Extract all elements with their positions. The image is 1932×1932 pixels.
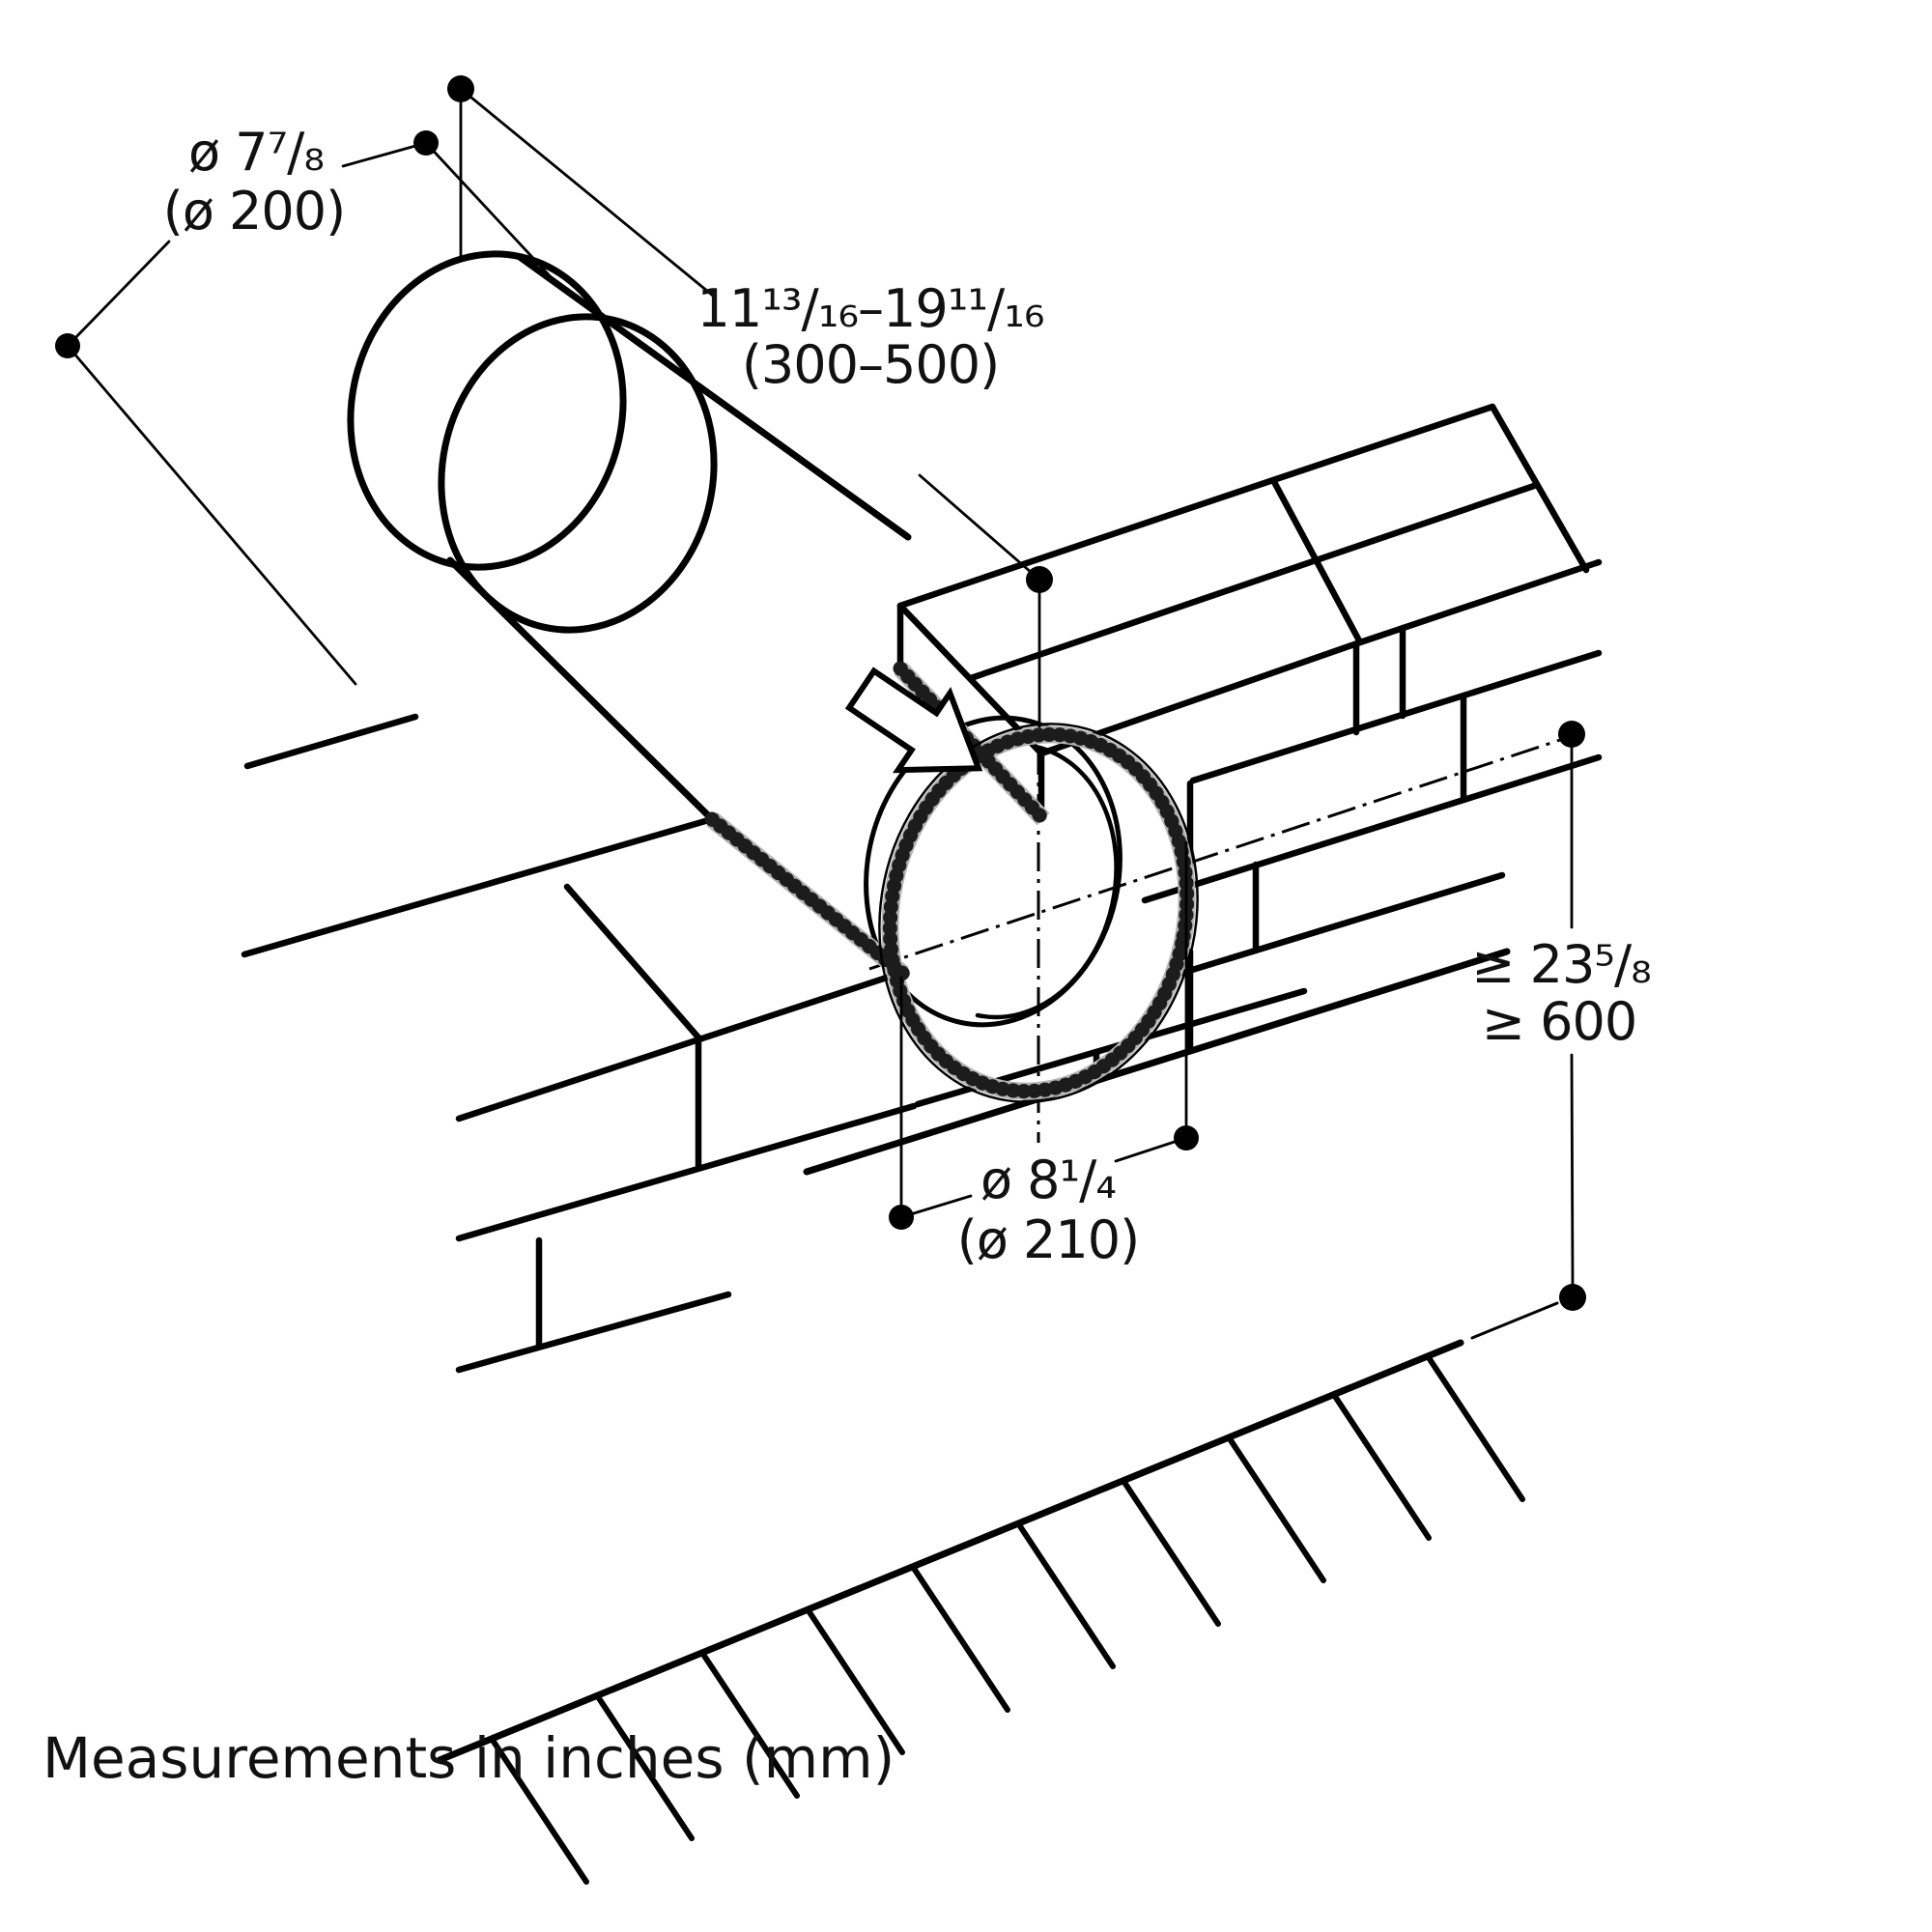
wall-right-course-3: [1163, 871, 1506, 981]
label-pipe-diameter-inches: ø 7⁷/₈: [188, 122, 324, 183]
pipe-bottom-silhouette: [446, 556, 716, 823]
wall-left-course-1: [455, 1102, 918, 1242]
footer-units-note: Measurements in inches (mm): [43, 1725, 895, 1791]
dim-length-line-b: [918, 473, 1041, 582]
brick-wall: [241, 403, 1603, 1374]
label-min-height-mm: ≥ 600: [1482, 991, 1636, 1052]
label-min-height-inches: ≥ 23⁵/₈: [1471, 934, 1651, 995]
label-pipe-diameter-mm: (ø 200): [163, 181, 345, 242]
dim-dia-leader-lower: [66, 240, 171, 348]
wall-block-far-depth-joint: [1489, 403, 1590, 574]
wall-block-top-back-edge: [896, 403, 1496, 610]
wall-block-top-middle-joint: [967, 482, 1538, 682]
floor-hatch-ticks: [489, 1353, 1525, 1885]
hole-outer-outline: [878, 723, 1199, 1103]
floor-line: [436, 1339, 1464, 1764]
pipe-telescope-joint-rim: [438, 313, 718, 634]
hole-rim-beads: [882, 726, 1195, 1099]
dot-height-bottom: [1559, 1284, 1586, 1311]
dim-dia-ext-lower: [66, 344, 357, 686]
dot-height-top: [1558, 721, 1585, 748]
label-telescopic-length-inches: 11¹³/₁₆–19¹¹/₁₆: [697, 278, 1044, 339]
wall-left-course-2: [455, 1291, 732, 1374]
label-telescopic-length-mm: (300–500): [742, 334, 999, 395]
wall-left-strip-front-edge: [455, 969, 905, 1122]
dim-dia-leader-upper: [341, 141, 428, 168]
telescopic-duct-pipe: [347, 250, 1122, 1028]
wall-block-top-front-edge: [1037, 558, 1603, 757]
dot-length-rear: [447, 75, 474, 102]
dot-length-wall: [1026, 566, 1053, 593]
dimension-labels: ø 7⁷/₈ (ø 200) 11¹³/₁₆–19¹¹/₁₆ (300–500)…: [163, 122, 1652, 1270]
wall-right-course-2: [1141, 753, 1603, 904]
dim-height-line-lower: [1570, 1053, 1575, 1287]
airflow-direction-arrow-icon: [844, 667, 983, 774]
dot-hole-left: [889, 1205, 914, 1230]
wall-right-course-1: [1189, 649, 1603, 784]
dim-length-line-a: [459, 87, 715, 298]
left-strip-hatch-beads: [704, 811, 911, 981]
pipe-rear-rim: [347, 250, 627, 571]
dot-hole-right: [1174, 1125, 1199, 1151]
dim-dia-ext-upper: [424, 141, 557, 284]
wall-left-strip-back-edge: [241, 815, 716, 958]
dimension-lines: [66, 87, 1575, 1287]
label-hole-diameter-inches: ø 8¹/₄: [980, 1150, 1116, 1210]
pipe-top-silhouette: [516, 253, 912, 541]
wall-left-strip-joint: [563, 883, 702, 1041]
floor-ground-line: [436, 1301, 1559, 1885]
label-hole-diameter-mm: (ø 210): [957, 1209, 1139, 1270]
dimension-dots: [55, 75, 1586, 1311]
dot-dia-upper: [413, 130, 439, 156]
wall-bottom-edge: [803, 948, 1511, 1176]
wall-back-edge-behind-pipe: [243, 713, 419, 770]
pipe-bore-arc: [975, 744, 1119, 1020]
dot-dia-lower: [55, 333, 80, 358]
floor-leader: [1470, 1301, 1559, 1340]
hole-horizontal-centerline: [868, 734, 1573, 971]
